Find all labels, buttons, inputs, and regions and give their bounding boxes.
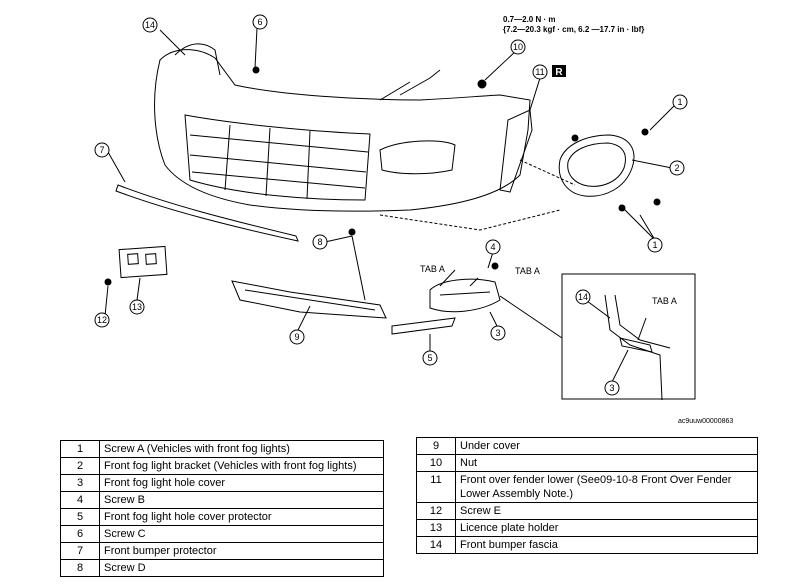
screw-b [491,262,499,270]
torque-line-2: {7.2—20.3 kgf · cm, 6.2 —17.7 in · lbf} [503,25,645,34]
part-number: 6 [60,525,100,543]
bumper-protector-strip [115,184,299,242]
tab-a-label-left: TAB A [420,264,445,274]
part-name: Front fog light bracket (Vehicles with f… [99,457,384,475]
ref-num-11: 11 [535,67,544,77]
tab-a-label-inset: TAB A [652,296,677,306]
part-name: Front fog light hole cover protector [99,508,384,526]
r-badge-label: R [555,67,563,78]
fog-light-hole-cover [429,278,501,313]
ref-num-3b: 3 [609,383,614,393]
part-name: Screw C [99,525,384,543]
part-name: Front over fender lower (See09-10-8 Fron… [455,471,758,503]
part-number: 7 [60,542,100,560]
ref-num-9: 9 [294,332,299,342]
ref-num-14b: 14 [578,292,588,302]
bumper-fascia-outline [154,49,531,212]
ref-num-10: 10 [513,42,523,52]
ref-num-1: 1 [677,97,682,107]
fog-light-bracket [558,134,635,197]
licence-plate-holder [118,245,168,279]
screw-a [618,204,626,212]
screw-e [104,278,112,286]
ref-num-5: 5 [427,353,432,363]
reference-code: ac9uuw00000863 [678,418,734,425]
part-name: Under cover [455,437,758,455]
exploded-bumper-diagram: 14 6 10 11 1 2 1 7 8 4 3 5 9 13 12 14 3 … [94,14,696,401]
ref-num-8: 8 [317,237,322,247]
part-number: 9 [416,437,456,455]
part-name: Front bumper protector [99,542,384,560]
part-name: Screw B [99,491,384,509]
part-number: 11 [416,471,456,503]
bumper-upper-edge [174,43,221,76]
detail-inset-box [561,273,696,400]
part-name: Licence plate holder [455,519,758,537]
part-name: Front fog light hole cover [99,474,384,492]
part-name: Front bumper fascia [455,536,758,554]
part-name: Screw E [455,502,758,520]
part-number: 12 [416,502,456,520]
part-number: 14 [416,536,456,554]
screw-c [252,66,260,74]
front-over-fender-lower [499,109,533,193]
part-number: 8 [60,559,100,577]
ref-num-12: 12 [97,315,107,325]
torque-spec: 0.7—2.0 N · m {7.2—20.3 kgf · cm, 6.2 —1… [503,15,644,35]
part-number: 10 [416,454,456,472]
fog-light-opening [379,140,456,175]
part-name: Screw D [99,559,384,577]
torque-line-1: 0.7—2.0 N · m [503,15,556,24]
ref-num-6: 6 [257,17,262,27]
part-number: 5 [60,508,100,526]
screw-a [571,134,579,142]
ref-num-13: 13 [132,302,142,312]
ref-num-1b: 1 [652,240,657,250]
part-number: 13 [416,519,456,537]
tab-a-label-right: TAB A [515,266,540,276]
screw-a [641,128,649,136]
part-number: 3 [60,474,100,492]
nut [477,79,487,89]
part-number: 1 [60,440,100,458]
part-name: Screw A (Vehicles with front fog lights) [99,440,384,458]
r-badge [552,65,566,77]
part-number: 4 [60,491,100,509]
part-name: Nut [455,454,758,472]
ref-num-3: 3 [495,328,500,338]
under-cover [231,280,387,319]
ref-num-2: 2 [674,163,679,173]
hole-cover-protector [391,317,456,335]
ref-num-7: 7 [99,145,104,155]
screw-d [348,228,356,236]
ref-num-4: 4 [490,242,495,252]
part-number: 2 [60,457,100,475]
screw-a [653,198,661,206]
grille-outline [184,114,371,201]
ref-num-14: 14 [145,20,155,30]
